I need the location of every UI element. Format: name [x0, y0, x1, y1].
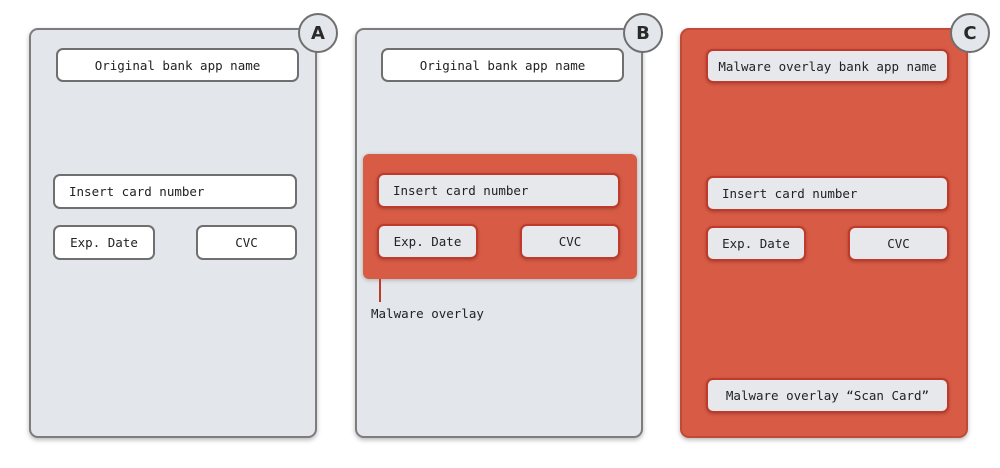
panel-badge-a: A	[298, 13, 338, 53]
panel-badge-c: C	[950, 13, 990, 53]
malware-app-name-field: Malware overlay bank app name	[706, 49, 949, 83]
overlay-callout-line	[379, 279, 381, 302]
cvc-input[interactable]: CVC	[520, 224, 620, 259]
malware-overlay-label: Malware overlay	[371, 306, 484, 321]
panel-badge-b: B	[623, 13, 663, 53]
bank-app-name-field: Original bank app name	[56, 48, 299, 82]
phone-panel-a: Original bank app name Insert card numbe…	[29, 28, 317, 438]
cvc-input[interactable]: CVC	[196, 225, 297, 260]
exp-date-input[interactable]: Exp. Date	[706, 226, 806, 261]
exp-date-input[interactable]: Exp. Date	[53, 225, 155, 260]
bank-app-name-field: Original bank app name	[381, 48, 624, 82]
card-number-input[interactable]: Insert card number	[377, 173, 620, 208]
scan-card-button[interactable]: Malware overlay “Scan Card”	[706, 378, 949, 413]
card-number-input[interactable]: Insert card number	[53, 174, 297, 209]
phone-panel-c: Malware overlay bank app name Insert car…	[680, 28, 968, 438]
exp-date-input[interactable]: Exp. Date	[377, 224, 478, 259]
card-number-input[interactable]: Insert card number	[706, 176, 949, 211]
cvc-input[interactable]: CVC	[848, 226, 949, 261]
